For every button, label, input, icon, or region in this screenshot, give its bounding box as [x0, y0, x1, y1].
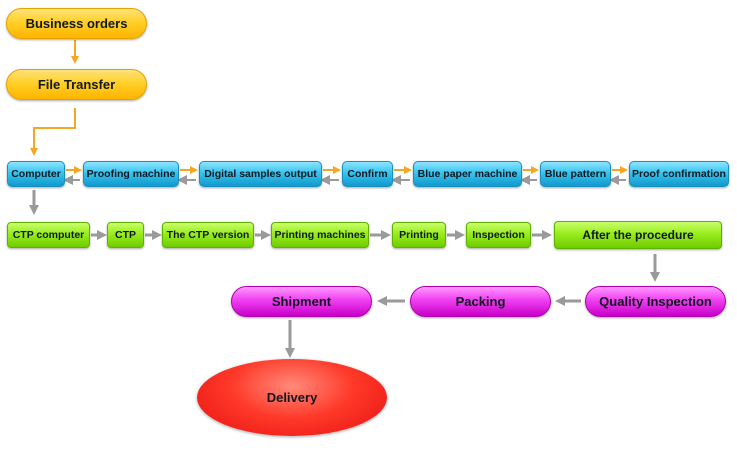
node-delivery: Delivery	[197, 359, 387, 436]
node-ctp: CTP	[107, 222, 144, 248]
node-computer: Computer	[7, 161, 65, 187]
node-inspection: Inspection	[466, 222, 531, 248]
node-blue-paper-machine: Blue paper machine	[413, 161, 522, 187]
node-ctp-computer: CTP computer	[7, 222, 90, 248]
node-ctp-version: The CTP version	[162, 222, 254, 248]
node-confirm: Confirm	[342, 161, 393, 187]
blue-row-arrows	[63, 166, 628, 185]
node-quality-inspection: Quality Inspection	[585, 286, 726, 317]
node-digital-samples-output: Digital samples output	[199, 161, 322, 187]
node-printing: Printing	[392, 222, 446, 248]
node-proof-confirmation: Proof confirmation	[629, 161, 729, 187]
node-proofing-machine: Proofing machine	[83, 161, 179, 187]
node-after-procedure: After the procedure	[554, 221, 722, 249]
node-file-transfer: File Transfer	[6, 69, 147, 100]
node-blue-pattern: Blue pattern	[540, 161, 611, 187]
node-packing: Packing	[410, 286, 551, 317]
arrow-transfer-to-computer	[30, 108, 76, 156]
node-shipment: Shipment	[231, 286, 372, 317]
node-business-orders: Business orders	[6, 8, 147, 39]
node-printing-machines: Printing machines	[271, 222, 369, 248]
